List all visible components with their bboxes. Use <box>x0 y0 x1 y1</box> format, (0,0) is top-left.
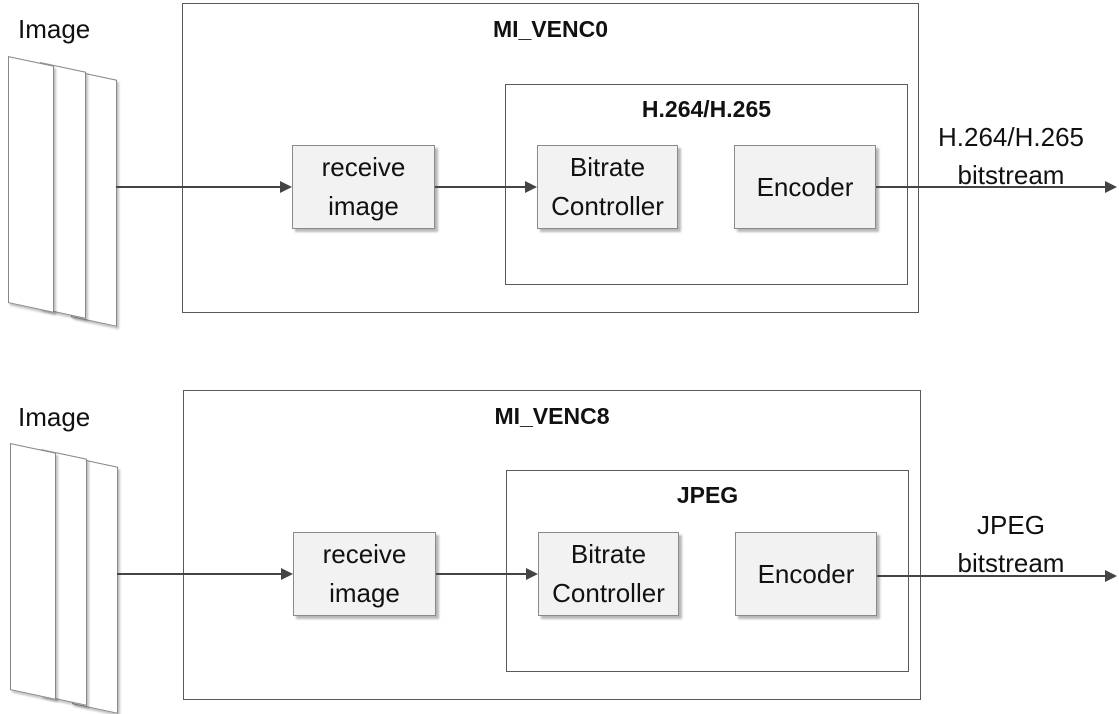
input-image-label: Image <box>18 402 91 432</box>
bitrate-line1: Bitrate <box>569 152 646 182</box>
output-line1: H.264/H.265 <box>938 122 1084 152</box>
module-title: MI_VENC0 <box>492 16 609 42</box>
receive-image-box: receive image <box>292 145 435 229</box>
encoder-box: Encoder <box>734 145 876 229</box>
bitrate-controller-box: Bitrate Controller <box>538 532 679 616</box>
receive-line1: receive <box>321 152 406 182</box>
codec-title: JPEG <box>676 482 739 508</box>
receive-image-box: receive image <box>293 532 436 616</box>
output-line1: JPEG <box>977 510 1045 540</box>
output-bitstream-label: JPEG bitstream <box>911 506 1111 582</box>
module-title: MI_VENC8 <box>494 403 610 429</box>
output-line2: bitstream <box>957 548 1065 578</box>
encoder-box: Encoder <box>735 532 877 616</box>
receive-line1: receive <box>322 539 407 569</box>
bitrate-line2: Controller <box>551 191 664 221</box>
codec-title: H.264/H.265 <box>641 96 772 122</box>
receive-line2: image <box>329 578 400 608</box>
encoder-label: Encoder <box>757 558 855 589</box>
bitrate-line2: Controller <box>552 578 665 608</box>
input-image-label: Image <box>18 14 91 44</box>
receive-line2: image <box>328 191 399 221</box>
output-line2: bitstream <box>957 160 1065 190</box>
bitrate-controller-box: Bitrate Controller <box>537 145 678 229</box>
bitrate-line1: Bitrate <box>570 539 647 569</box>
output-bitstream-label: H.264/H.265 bitstream <box>911 118 1111 194</box>
encoder-label: Encoder <box>756 171 854 202</box>
